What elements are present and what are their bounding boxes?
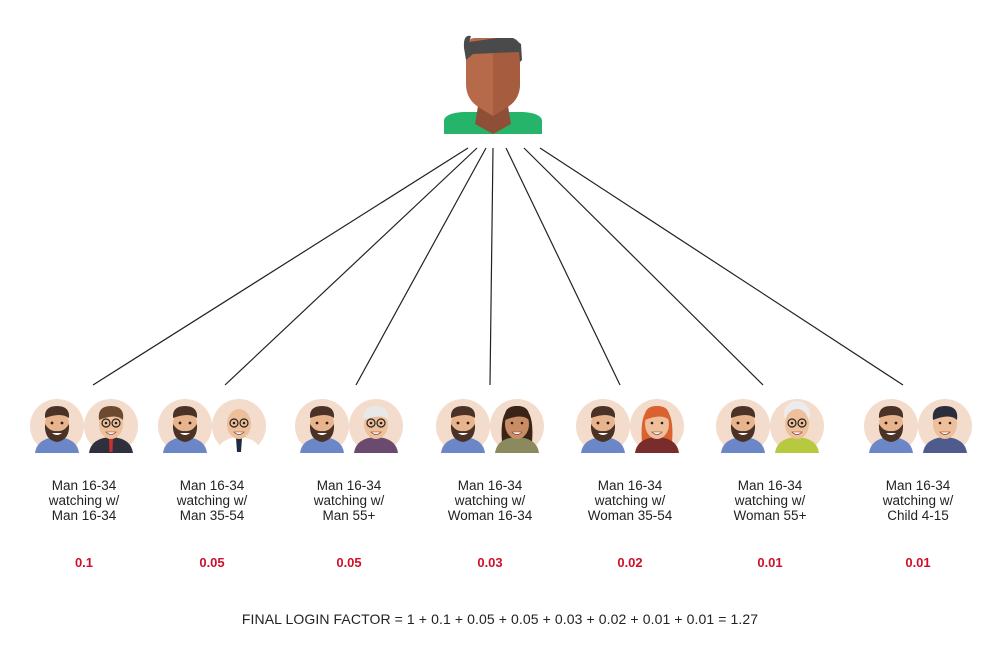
man-16-34-avatar-icon [295,399,349,453]
child-avatar-icon [918,399,972,453]
group-label-line: watching w/ [454,493,526,508]
avatar-pair-6 [716,399,824,453]
group-label-line: watching w/ [176,493,248,508]
group-factor-value: 0.05 [199,555,225,570]
group-label-line: Woman 16-34 [447,508,533,523]
redhead-woman-avatar-icon [630,399,684,453]
group-label-line: watching w/ [313,493,385,508]
group-label-line: Man 16-34 [597,478,663,493]
man-16-34-avatar-icon [158,399,212,453]
group-factor-value: 0.05 [336,555,362,570]
man-16-34-avatar-icon [576,399,630,453]
man-with-glasses-avatar-icon [84,399,138,453]
group-label-line: Man 16-34 [51,478,117,493]
avatar-pair-1 [30,399,138,453]
group-factor-value: 0.03 [477,555,503,570]
old-man-avatar-icon [349,399,403,453]
connector-line [523,147,764,386]
group-label-line: Man 35-54 [179,508,245,523]
group-factor-value: 0.01 [905,555,931,570]
group-label-line: watching w/ [734,493,806,508]
connector-line [224,147,478,386]
group-label-line: watching w/ [594,493,666,508]
avatar-pairs [30,399,972,453]
final-login-factor-formula: FINAL LOGIN FACTOR = 1 + 0.1 + 0.05 + 0.… [241,611,759,627]
group-label-line: Child 4-15 [887,508,949,523]
connector-line [539,147,904,386]
group-label-line: watching w/ [882,493,954,508]
connector-lines [92,147,904,386]
avatar-pair-5 [576,399,684,453]
connector-line [505,147,621,386]
group-label-line: Man 16-34 [51,508,117,523]
young-woman-avatar-icon [490,399,544,453]
avatar-pair-7 [864,399,972,453]
user-avatar-icon [444,35,542,134]
group-label-line: Man 16-34 [885,478,951,493]
connector-line [489,147,494,386]
avatar-pair-4 [436,399,544,453]
group-factor-value: 0.01 [757,555,783,570]
group-label-line: Woman 35-54 [587,508,673,523]
old-woman-avatar-icon [770,399,824,453]
avatar-pair-3 [295,399,403,453]
group-label-line: watching w/ [48,493,120,508]
group-label-line: Woman 55+ [733,508,807,523]
group-label-line: Man 16-34 [316,478,382,493]
connector-line [92,147,469,386]
group-factor-value: 0.1 [74,555,94,570]
man-16-34-avatar-icon [864,399,918,453]
group-label-line: Man 55+ [322,508,376,523]
man-16-34-avatar-icon [436,399,490,453]
bald-man-avatar-icon [212,399,266,453]
connector-line [355,147,487,386]
avatar-pair-2 [158,399,266,453]
group-label-line: Man 16-34 [737,478,803,493]
group-label-line: Man 16-34 [179,478,245,493]
man-16-34-avatar-icon [716,399,770,453]
group-label-line: Man 16-34 [457,478,523,493]
man-16-34-avatar-icon [30,399,84,453]
group-factor-value: 0.02 [617,555,643,570]
